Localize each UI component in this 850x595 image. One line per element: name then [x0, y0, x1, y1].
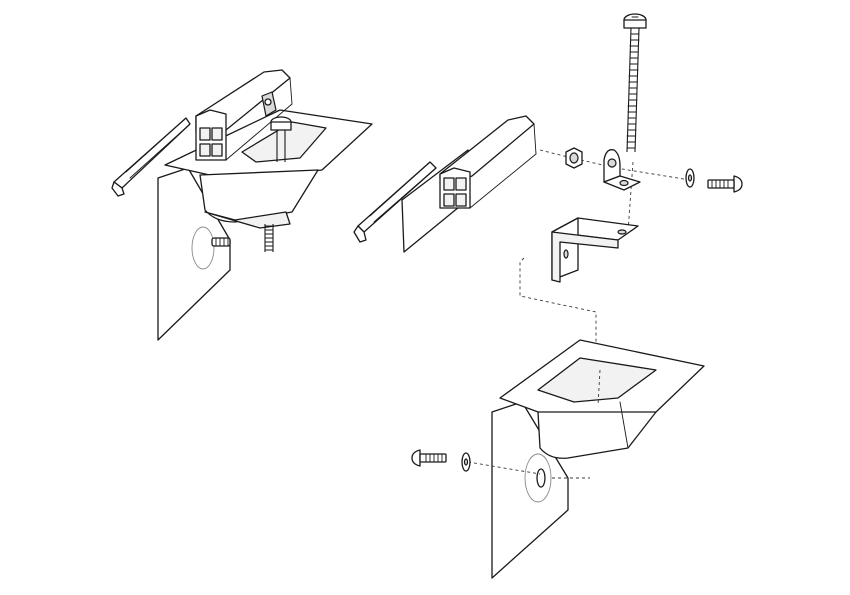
assembled-side-screw [211, 237, 231, 247]
button-screw-upper [707, 175, 743, 193]
assembly-axis-horizontal [539, 149, 691, 181]
lower-plate-hole [536, 468, 546, 488]
long-bolt [623, 13, 647, 153]
assembled-unit [111, 69, 373, 341]
assembled-plate-hole [191, 226, 215, 270]
lower-plate-hole-outline [524, 453, 552, 503]
lower-cup-body [537, 411, 657, 459]
hex-nut [565, 147, 583, 169]
assembled-bolt-thread [264, 224, 274, 252]
assembly-axis-vertical [627, 161, 634, 233]
eye-bracket [603, 149, 641, 191]
assembled-cup-body [199, 169, 319, 223]
assembly-axis-lower-screw [467, 461, 541, 475]
exploded-rail-face [353, 225, 367, 243]
assembled-rail-face [111, 181, 125, 197]
washer-lower [461, 452, 471, 472]
lower-flange-recess [537, 357, 657, 403]
long-bolt-thread [626, 33, 640, 149]
lower-cup-assembly [491, 339, 705, 579]
assembly-axis-lower [519, 257, 597, 346]
l-bracket [551, 217, 639, 283]
exploded-rail-group [353, 115, 537, 253]
button-screw-lower [411, 449, 447, 467]
washer-upper [685, 168, 695, 188]
l-bracket-front [551, 231, 619, 283]
assembled-lower-tab [204, 211, 291, 229]
